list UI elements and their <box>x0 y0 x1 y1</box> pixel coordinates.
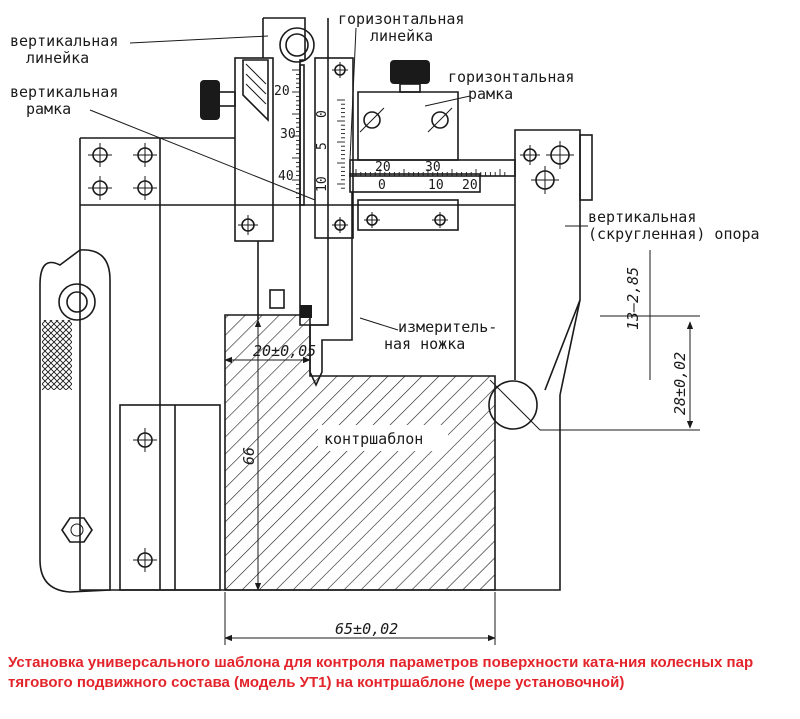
label-measuring-foot-2: ная ножка <box>384 335 465 353</box>
hole-icon <box>332 62 348 78</box>
hole-icon <box>531 166 559 194</box>
horizontal-ruler: 20 30 0 10 20 <box>349 159 516 193</box>
horizontal-ruler-ticks <box>355 169 506 176</box>
dim-range: 13–2,85 <box>624 267 642 330</box>
counter-template: контршаблон <box>224 314 496 591</box>
label-vertical-frame-2: рамка <box>26 100 71 118</box>
labels: вертикальная линейка вертикальная рамка … <box>10 10 760 353</box>
label-vertical-support-1: вертикальная <box>588 208 696 226</box>
vernier-scale-5: 5 <box>315 142 330 150</box>
vertical-vernier-ticks <box>337 99 345 189</box>
label-horizontal-ruler-2: линейка <box>370 27 433 45</box>
template-drawing: 20 30 40 0 5 10 20 30 0 10 20 <box>10 10 760 645</box>
handle <box>39 249 111 593</box>
label-horizontal-frame-1: горизонтальная <box>448 68 574 86</box>
label-vertical-ruler-2: линейка <box>26 49 89 67</box>
vertical-ruler-ticks <box>292 69 300 199</box>
counter-template-label: контршаблон <box>324 430 423 448</box>
h-lower-0: 0 <box>378 178 386 193</box>
label-vertical-frame-1: вертикальная <box>10 83 118 101</box>
measuring-foot <box>309 18 353 387</box>
vertical-frame <box>200 57 312 320</box>
hole-icon <box>133 176 157 200</box>
dim-width: 65±0,02 <box>335 620 398 638</box>
hole-icon <box>88 143 112 167</box>
vernier-scale-10: 10 <box>315 176 330 192</box>
hole-icon <box>238 215 258 235</box>
vernier-scale-0: 0 <box>315 110 330 118</box>
label-vertical-ruler-1: вертикальная <box>10 32 118 50</box>
hole-icon <box>427 107 453 133</box>
vertical-scale-40: 40 <box>278 169 294 184</box>
h-scale-30: 30 <box>425 160 441 175</box>
dim-top-offset: 20±0,05 <box>253 342 316 360</box>
hole-icon <box>432 212 448 228</box>
hole-icon <box>332 217 348 233</box>
hole-icon <box>133 143 157 167</box>
template-body <box>79 129 593 591</box>
figure-caption: Установка универсального шаблона для кон… <box>8 654 754 691</box>
label-horizontal-frame-2: рамка <box>468 85 513 103</box>
hole-icon <box>133 428 157 452</box>
vertical-vernier: 0 5 10 <box>314 57 354 239</box>
hole-icon <box>133 548 157 572</box>
label-measuring-foot-1: измеритель- <box>398 318 497 336</box>
dim-support-height: 28±0,02 <box>671 352 689 415</box>
dim-height: 66 <box>240 447 258 465</box>
hole-icon <box>364 212 380 228</box>
vertical-scale-30: 30 <box>280 127 296 142</box>
vertical-scale-20: 20 <box>274 84 290 99</box>
h-lower-20: 20 <box>462 178 478 193</box>
h-scale-20: 20 <box>375 160 391 175</box>
screw-holes <box>88 141 574 572</box>
h-lower-10: 10 <box>428 178 444 193</box>
hole-icon <box>359 107 385 133</box>
hole-icon <box>88 176 112 200</box>
dimension-lines: 20±0,05 66 65±0,02 13–2,85 28±0,02 <box>224 250 700 645</box>
horizontal-frame <box>357 60 459 231</box>
hole-icon <box>520 145 540 165</box>
label-horizontal-ruler-1: горизонтальная <box>338 10 464 28</box>
vertical-support <box>488 205 581 431</box>
hole-icon <box>546 141 574 169</box>
label-vertical-support-2: (скругленная) опора <box>588 225 760 243</box>
